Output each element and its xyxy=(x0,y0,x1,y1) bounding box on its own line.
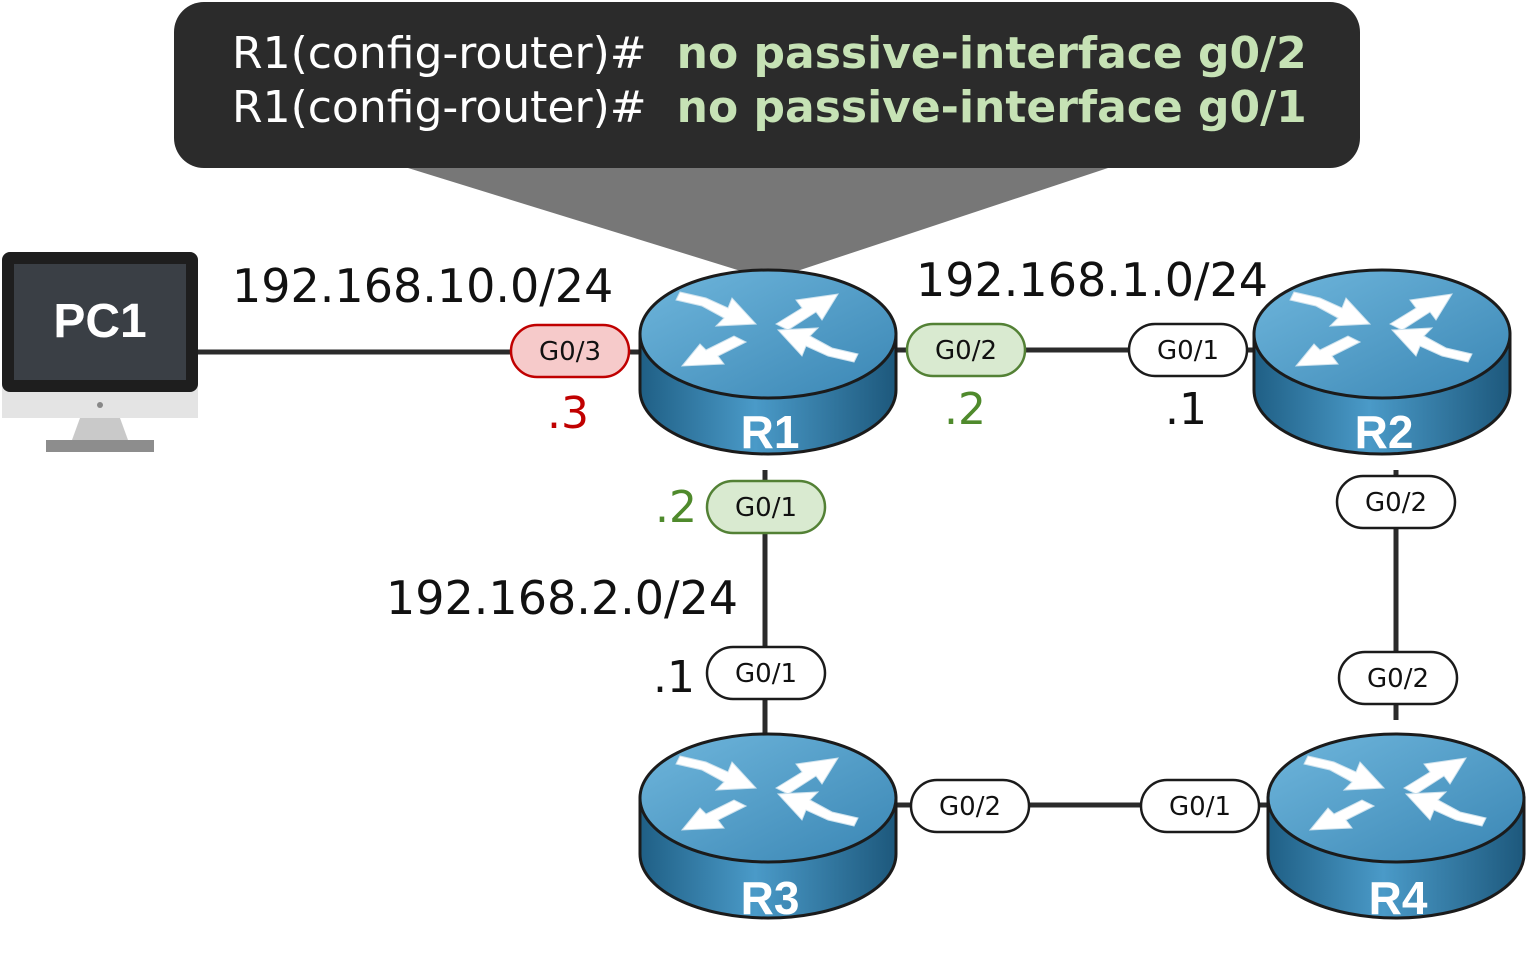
pc1-label: PC1 xyxy=(53,295,146,348)
interface-r3-g01: G0/1 xyxy=(705,645,827,701)
interface-label: G0/2 xyxy=(939,792,1001,822)
command-text-1: no passive-interface g0/2 xyxy=(677,28,1307,79)
router-r1-label: R1 xyxy=(741,406,800,458)
interface-r4-g02: G0/2 xyxy=(1337,650,1459,706)
router-r4-label: R4 xyxy=(1369,872,1428,924)
interface-r1-g03: G0/3 xyxy=(509,323,631,379)
interface-label: G0/1 xyxy=(735,659,797,689)
router-r3: R3 xyxy=(638,732,898,924)
interface-r2-g02: G0/2 xyxy=(1335,474,1457,530)
interface-r4-g01: G0/1 xyxy=(1139,778,1261,834)
router-r4: R4 xyxy=(1266,732,1526,924)
interface-label: G0/1 xyxy=(735,493,797,523)
command-box xyxy=(174,2,1360,168)
ip-r1-g01: .2 xyxy=(655,482,697,533)
ip-r3-g01: .1 xyxy=(653,652,695,703)
command-callout: R1(config-router)# no passive-interface … xyxy=(174,2,1360,280)
command-line-1: R1(config-router)# no passive-interface … xyxy=(232,28,1307,79)
network-r1-r3: 192.168.2.0/24 xyxy=(386,571,738,625)
interface-label: G0/2 xyxy=(1365,488,1427,518)
network-r1-r2: 192.168.1.0/24 xyxy=(916,253,1268,307)
interface-label: G0/2 xyxy=(1367,664,1429,694)
interface-r1-g01: G0/1 xyxy=(705,479,827,535)
ip-r2-g01: .1 xyxy=(1165,384,1207,435)
interface-r2-g01: G0/1 xyxy=(1127,322,1249,378)
interface-r3-g02: G0/2 xyxy=(909,778,1031,834)
ip-r1-g03: .3 xyxy=(547,388,589,439)
router-r2-label: R2 xyxy=(1355,406,1414,458)
interface-label: G0/1 xyxy=(1169,792,1231,822)
ip-r1-g02: .2 xyxy=(944,384,986,435)
command-prompt-2: R1(config-router)# xyxy=(232,82,647,133)
interface-label: G0/2 xyxy=(935,336,997,366)
interface-label: G0/1 xyxy=(1157,336,1219,366)
interface-r1-g02: G0/2 xyxy=(905,322,1027,378)
command-prompt-1: R1(config-router)# xyxy=(232,28,647,79)
network-pc1-r1: 192.168.10.0/24 xyxy=(232,259,613,313)
router-r3-label: R3 xyxy=(741,872,800,924)
router-r1: R1 xyxy=(638,268,898,458)
desktop-computer-icon: PC1 xyxy=(2,252,198,452)
interface-label: G0/3 xyxy=(539,337,601,367)
command-line-2: R1(config-router)# no passive-interface … xyxy=(232,82,1307,133)
command-text-2: no passive-interface g0/1 xyxy=(677,82,1307,133)
callout-pointer xyxy=(408,168,1108,280)
router-r2: R2 xyxy=(1252,268,1512,458)
